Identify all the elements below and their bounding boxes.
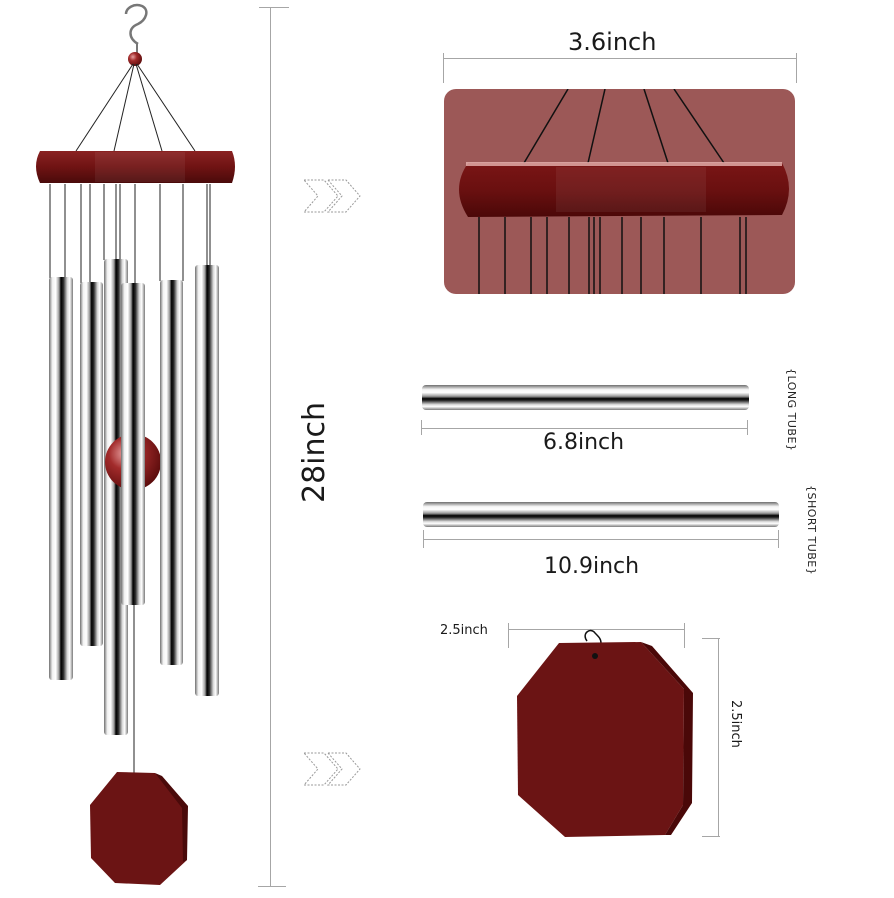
- ring-detail-closeup: [444, 89, 795, 294]
- short-tube-length-label: 10.9inch: [544, 554, 640, 579]
- dimension-line-cap-top: [702, 638, 720, 639]
- long-tube-section: 6.8inch {LONG TUBE}: [420, 368, 840, 460]
- overall-height-dimension: 28inch: [255, 0, 335, 894]
- dimension-line-vertical: [718, 638, 719, 836]
- wind-chime-full-view: [0, 0, 260, 894]
- wind-chime-illustration: [36, 3, 235, 885]
- dimension-line: [508, 629, 685, 630]
- sail-width-label: 2.5inch: [440, 623, 488, 638]
- dimension-line-cap-bottom: [702, 836, 720, 837]
- dimension-line-cap-right: [747, 420, 748, 435]
- dimension-line-cap-left: [421, 420, 422, 435]
- dimension-line-cap-right: [684, 623, 685, 648]
- dimension-line-cap-right: [778, 530, 779, 548]
- dimension-line: [421, 428, 748, 429]
- long-tube-length-label: 6.8inch: [543, 430, 625, 455]
- dimension-line-vertical: [270, 7, 271, 887]
- dimension-line: [423, 539, 779, 540]
- sail-image: [517, 629, 693, 837]
- ring-diameter-dimension: 3.6inch: [443, 25, 798, 85]
- sail-detail: 2.5inch 2.5inch: [430, 615, 770, 845]
- overall-height-label: 28inch: [297, 401, 332, 503]
- short-tube-caption: {SHORT TUBE}: [805, 485, 818, 576]
- dimension-line-top-cap: [259, 7, 289, 8]
- short-tube-image: [423, 502, 779, 527]
- short-tube-section: 10.9inch {SHORT TUBE}: [420, 485, 840, 587]
- chevron-double-right-icon: [302, 751, 362, 791]
- dimension-line-cap-left: [423, 530, 424, 548]
- ring-diameter-label: 3.6inch: [568, 28, 657, 56]
- dimension-line-cap-left: [443, 53, 444, 83]
- dimension-line: [443, 58, 796, 59]
- dimension-line-cap-left: [508, 623, 509, 648]
- chevron-double-right-icon: [302, 178, 362, 218]
- long-tube-image: [422, 385, 749, 410]
- dimension-line-cap-right: [796, 53, 797, 83]
- sail-height-label: 2.5inch: [728, 700, 743, 748]
- dimension-line-bottom-cap: [258, 886, 286, 887]
- long-tube-caption: {LONG TUBE}: [785, 368, 798, 452]
